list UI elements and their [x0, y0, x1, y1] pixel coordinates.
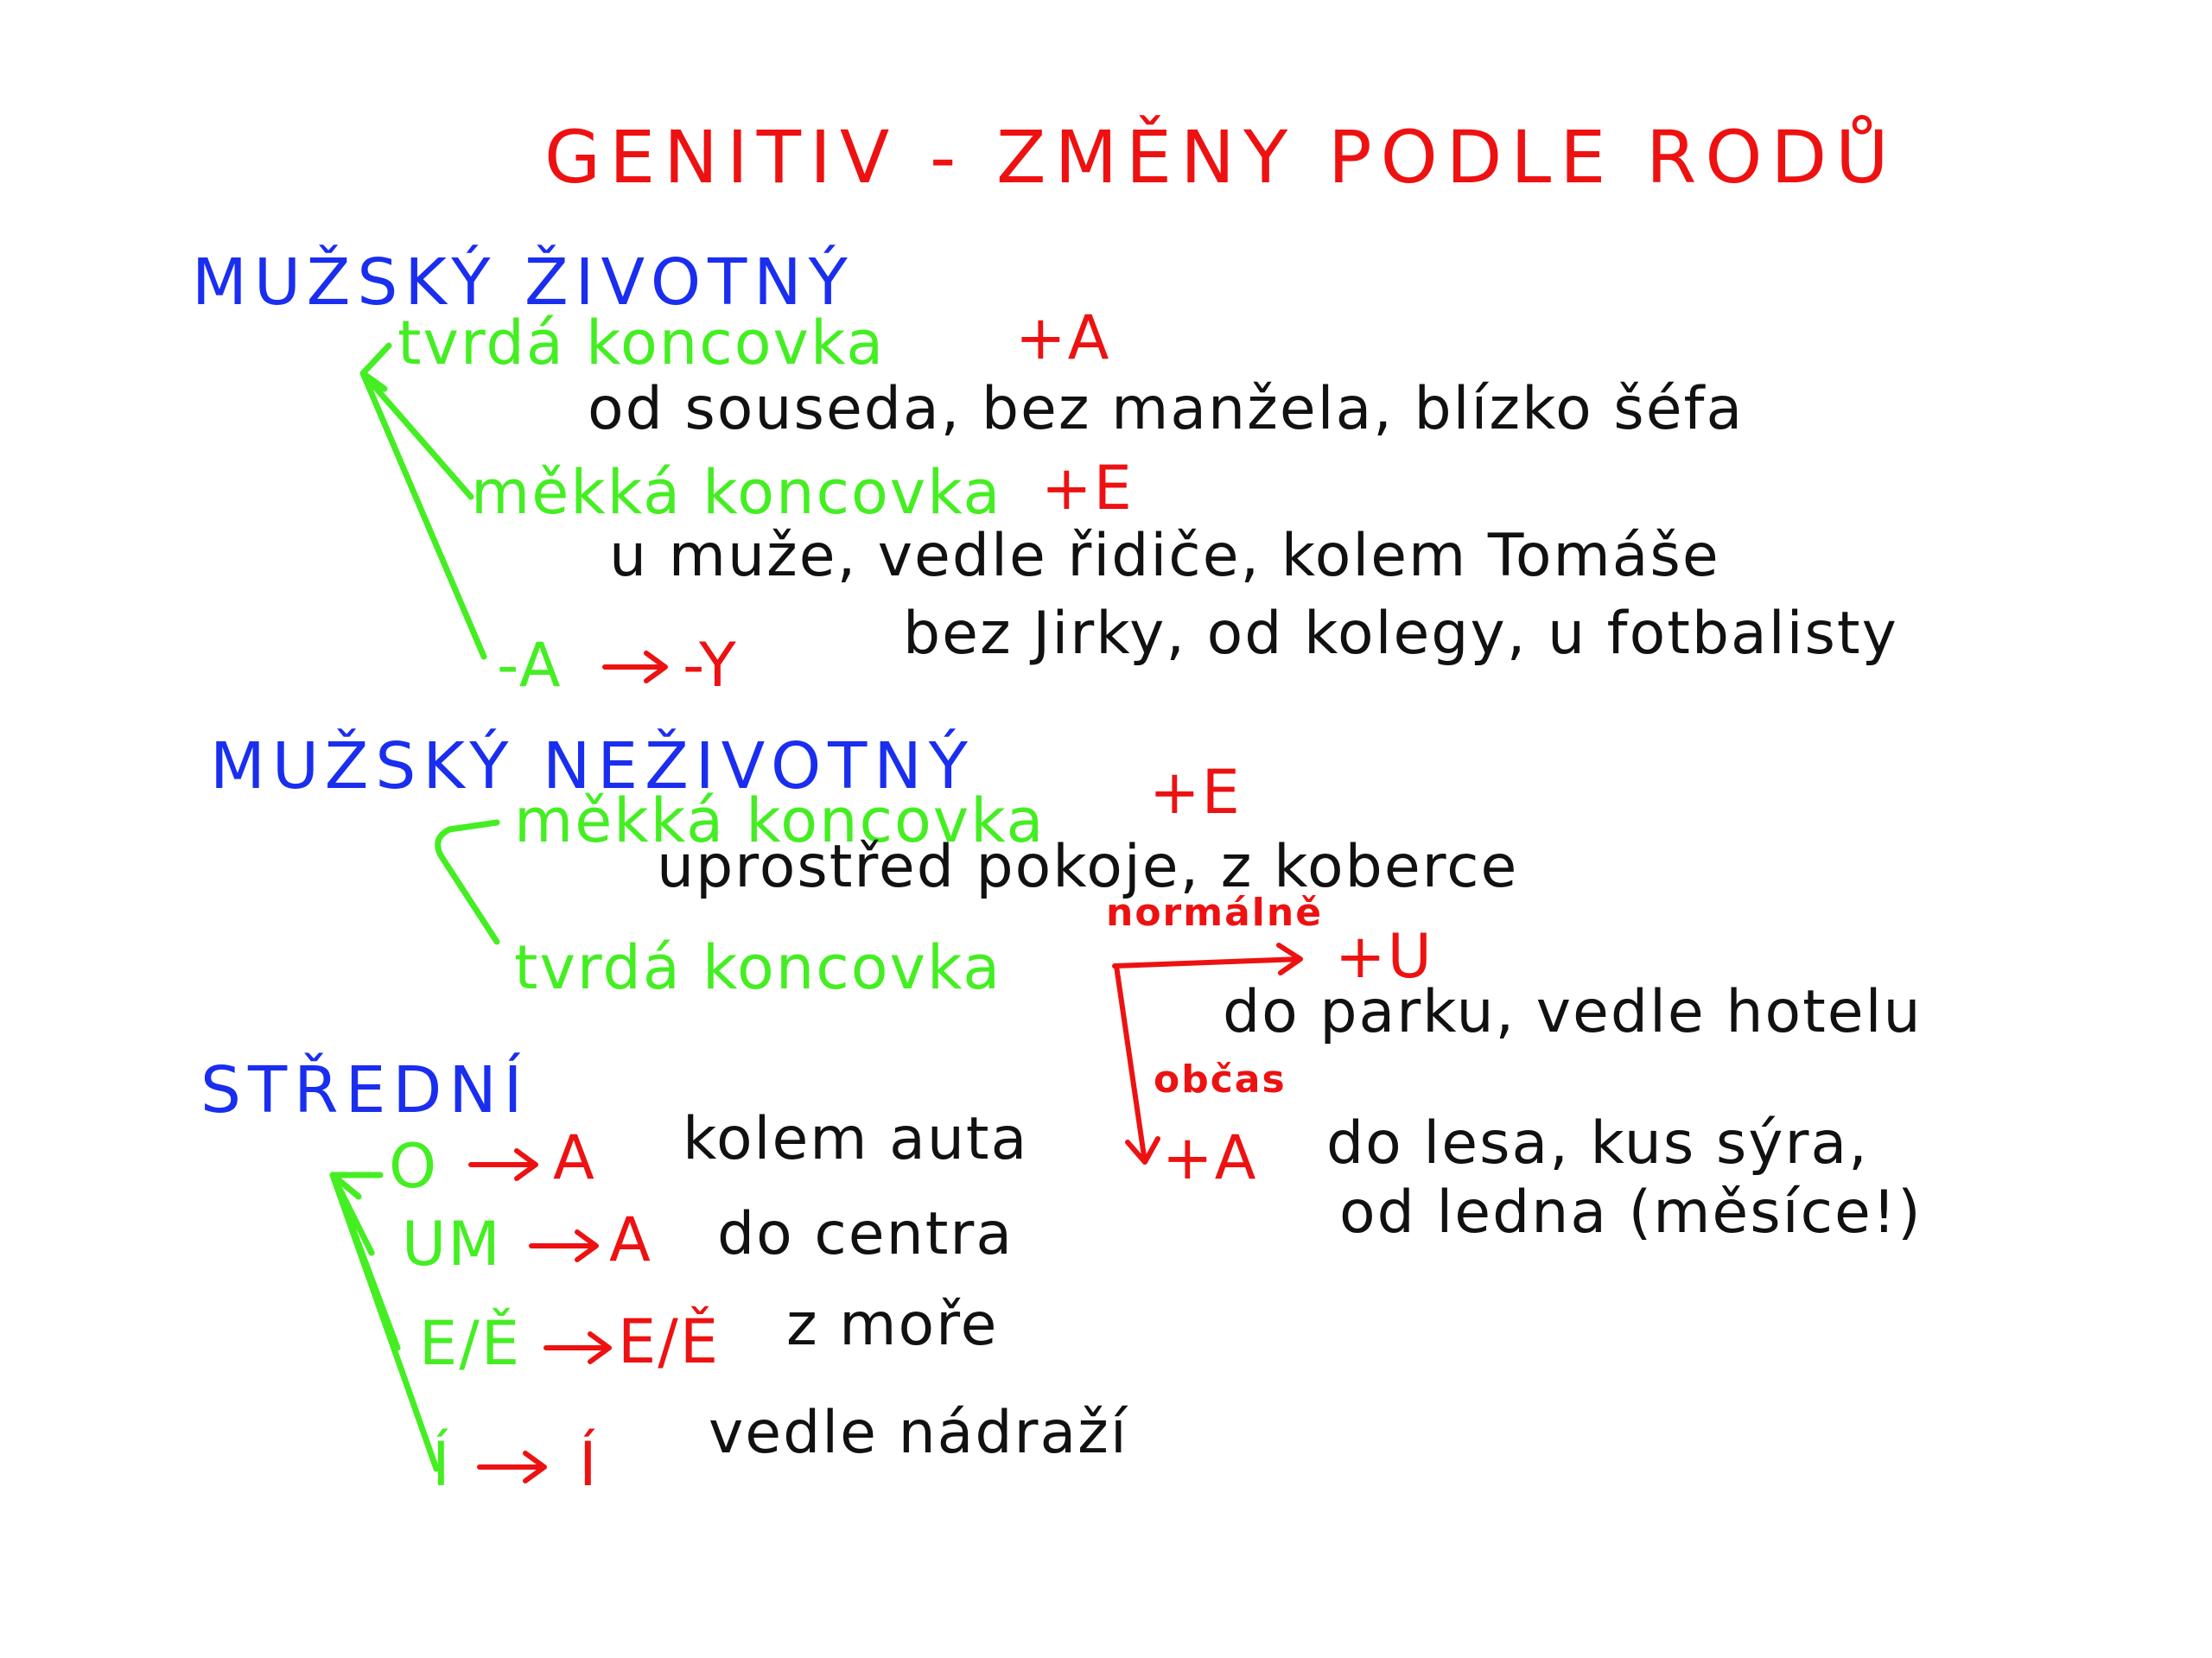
heading-masc-animate: MUŽSKÝ ŽIVOTNÝ: [192, 245, 855, 320]
rule-masc-animate-hard: tvrdá koncovka: [397, 308, 886, 378]
page-title: GENITIV - ZMĚNY PODLE RODŮ: [544, 115, 1897, 200]
arrow-a-to-y: [602, 651, 668, 683]
neuter-rule-1-to: A: [553, 1122, 596, 1193]
ending-sometimes: +A: [1162, 1122, 1258, 1193]
arrow-neuter-3: [543, 1331, 612, 1364]
neuter-rule-1-example: kolem auta: [683, 1105, 1029, 1173]
examples-normally: do parku, vedle hotelu: [1223, 978, 1923, 1046]
neuter-rule-4-to: Í: [579, 1429, 599, 1500]
arrow-neuter-2: [529, 1229, 599, 1262]
neuter-rule-4-from: Í: [432, 1429, 452, 1500]
arrow-sometimes: [1114, 963, 1160, 1165]
ending-normally: +U: [1335, 921, 1433, 992]
neuter-rule-2-from: UM: [402, 1209, 502, 1280]
rule-a-ending-from: -A: [497, 630, 563, 701]
arrow-neuter-4: [477, 1451, 547, 1483]
heading-masc-inanimate: MUŽSKÝ NEŽIVOTNÝ: [210, 729, 975, 804]
arrow-neuter-1: [468, 1148, 538, 1181]
ending-masc-animate-hard: +A: [1015, 302, 1111, 373]
rule-masc-animate-soft: měkká koncovka: [471, 457, 1002, 528]
neuter-rule-2-to: A: [609, 1204, 652, 1275]
rule-masc-inanimate-soft: měkká koncovka: [514, 785, 1046, 856]
examples-masc-animate-soft: u muže, vedle řidiče, kolem Tomáše: [609, 522, 1720, 590]
neuter-rule-1-from: O: [389, 1131, 439, 1202]
neuter-rule-4-example: vedle nádraží: [709, 1399, 1128, 1467]
examples-sometimes-line2: od ledna (měsíce!): [1339, 1178, 1923, 1247]
rule-a-ending-to: -Y: [683, 630, 738, 701]
neuter-rule-3-example: z moře: [786, 1291, 999, 1359]
bracket-masc-animate: [359, 342, 487, 660]
label-normally: normálně: [1106, 891, 1324, 935]
label-sometimes: občas: [1154, 1058, 1287, 1102]
bracket-masc-inanimate: [435, 819, 500, 945]
examples-masc-inanimate-soft: uprostřed pokoje, z koberce: [657, 833, 1519, 901]
examples-a-ending: bez Jirky, od kolegy, u fotbalisty: [903, 600, 1898, 668]
neuter-rule-3-from: E/Ě: [419, 1308, 522, 1379]
ending-masc-inanimate-soft: +E: [1149, 757, 1242, 828]
heading-neuter: STŘEDNÍ: [200, 1053, 530, 1128]
examples-sometimes-line1: do lesa, kus sýra,: [1326, 1109, 1869, 1178]
neuter-rule-3-to: E/Ě: [618, 1306, 721, 1377]
ending-masc-animate-soft: +E: [1041, 453, 1134, 524]
neuter-rule-2-example: do centra: [717, 1200, 1014, 1268]
arrow-normally: [1112, 943, 1303, 975]
rule-masc-inanimate-hard: tvrdá koncovka: [514, 932, 1002, 1003]
bracket-neuter: [329, 1172, 440, 1472]
examples-masc-animate-hard: od souseda, bez manžela, blízko šéfa: [588, 375, 1745, 443]
